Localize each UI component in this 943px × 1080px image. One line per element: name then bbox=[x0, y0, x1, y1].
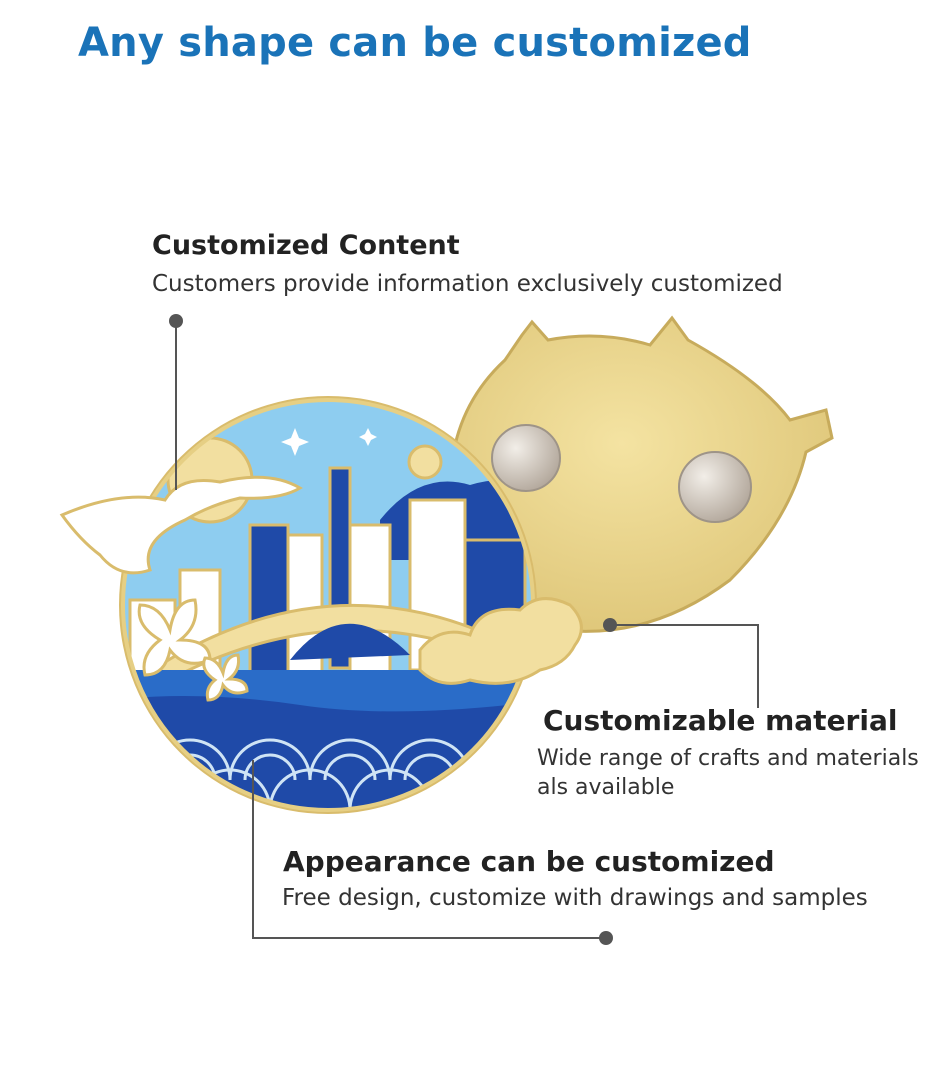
customizable-material-description-line1: Wide range of crafts and materials bbox=[537, 746, 919, 771]
callout-content-dot bbox=[169, 314, 183, 328]
callout-material bbox=[610, 624, 759, 708]
pin-front bbox=[59, 396, 583, 814]
appearance-title: Appearance can be customized bbox=[283, 845, 775, 878]
page-title: Any shape can be customized bbox=[78, 20, 752, 66]
customized-content-title: Customized Content bbox=[152, 230, 460, 261]
magnet-left bbox=[491, 424, 561, 492]
magnet-right bbox=[678, 451, 752, 523]
customizable-material-description-line2: als available bbox=[537, 775, 675, 800]
callout-appearance bbox=[252, 760, 606, 939]
customizable-material-title: Customizable material bbox=[543, 704, 898, 737]
appearance-description: Free design, customize with drawings and… bbox=[282, 885, 868, 911]
callout-appearance-dot bbox=[599, 931, 613, 945]
customized-content-description: Customers provide information exclusivel… bbox=[152, 271, 783, 297]
callout-material-dot bbox=[603, 618, 617, 632]
